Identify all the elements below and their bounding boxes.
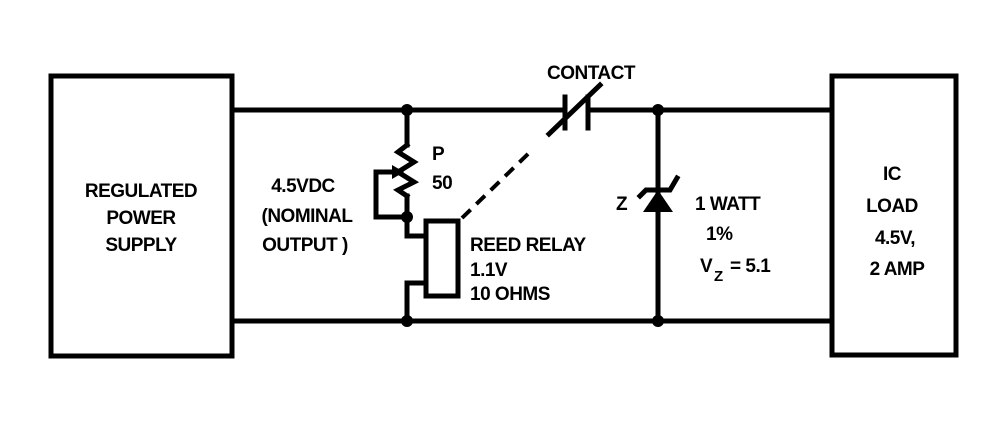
load-label-2: LOAD	[866, 196, 918, 217]
relay-linkage-dashed	[460, 150, 532, 220]
ic-load-box	[829, 73, 959, 358]
power-supply-label-1: REGULATED	[85, 181, 197, 202]
potentiometer-name: P	[432, 144, 445, 165]
zener-wattage: 1 WATT	[695, 194, 761, 215]
power-supply-label-3: SUPPLY	[105, 235, 177, 256]
zener-voltage: = 5.1	[730, 256, 771, 277]
output-nominal-label: (NOMINAL	[262, 206, 354, 227]
junction-node	[401, 104, 413, 116]
potentiometer-symbol	[373, 104, 420, 223]
reed-relay-coil	[401, 214, 461, 327]
load-label-3: 4.5V,	[875, 228, 915, 249]
contact-label: CONTACT	[547, 63, 636, 84]
zener-vz-subscript: Z	[714, 268, 723, 285]
output-output-label: OUTPUT )	[262, 235, 348, 256]
zener-name: Z	[616, 194, 628, 215]
contact-symbol	[545, 81, 604, 138]
zener-vz-symbol: V	[700, 256, 713, 277]
junction-node	[652, 104, 664, 116]
load-label-4: 2 AMP	[870, 259, 926, 280]
load-label-1: IC	[883, 164, 902, 185]
junction-node	[652, 315, 664, 327]
junction-node	[401, 315, 413, 327]
zener-diode-symbol	[636, 104, 681, 327]
reed-relay-voltage: 1.1V	[470, 260, 508, 281]
reed-relay-label: REED RELAY	[470, 235, 587, 256]
power-supply-label-2: POWER	[106, 208, 176, 229]
potentiometer-value: 50	[432, 173, 452, 194]
power-supply-box	[48, 73, 235, 359]
reed-relay-resistance: 10 OHMS	[470, 284, 550, 305]
output-voltage-label: 4.5VDC	[271, 176, 335, 197]
zener-tolerance: 1%	[706, 224, 733, 245]
